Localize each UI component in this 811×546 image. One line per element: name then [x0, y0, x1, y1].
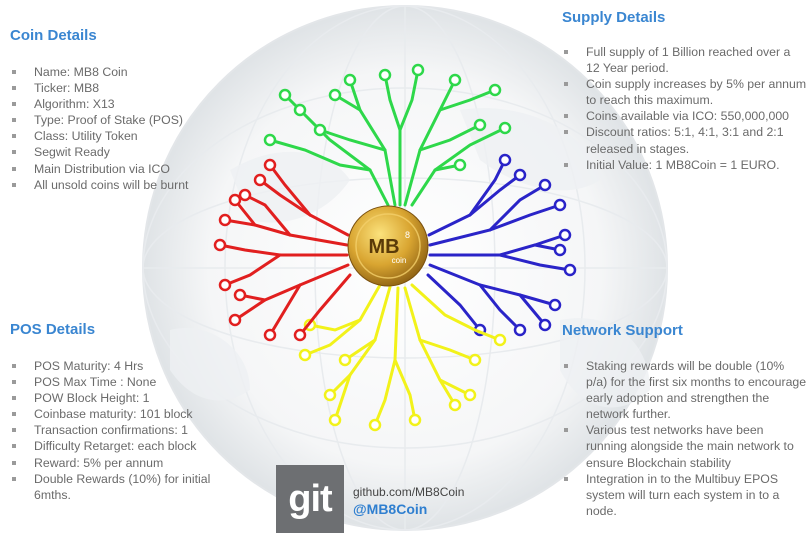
supply-details-section: Supply Details Full supply of 1 Billion …	[562, 9, 807, 173]
list-item: Integration in to the Multibuy EPOS syst…	[562, 471, 807, 519]
network-support-title: Network Support	[562, 322, 683, 339]
green-circuit-branch	[268, 68, 507, 207]
list-item: Type: Proof of Stake (POS)	[10, 112, 240, 128]
list-item: Various test networks have been running …	[562, 422, 807, 470]
github-handle-link[interactable]: @MB8Coin	[353, 501, 428, 517]
list-item: Name: MB8 Coin	[10, 64, 240, 80]
list-item: Discount ratios: 5:1, 4:1, 3:1 and 2:1 r…	[562, 124, 807, 156]
list-item: Difficulty Retarget: each block	[10, 438, 240, 454]
list-item: POS Max Time : None	[10, 374, 240, 390]
github-url-link[interactable]: github.com/MB8Coin	[353, 485, 465, 499]
git-logo: git	[276, 465, 344, 533]
list-item: Coin supply increases by 5% per annum to…	[562, 76, 807, 108]
list-item: Class: Utility Token	[10, 128, 240, 144]
list-item: Reward: 5% per annum	[10, 455, 240, 471]
list-item: Double Rewards (10%) for initial 6mths.	[10, 471, 240, 503]
coin-sub-text: coin	[392, 256, 407, 265]
mb8-coin-logo: MB 8 coin	[347, 205, 429, 287]
list-item: Algorithm: X13	[10, 96, 240, 112]
network-support-section: Network Support Staking rewards will be …	[562, 322, 807, 519]
list-item: Coinbase maturity: 101 block	[10, 406, 240, 422]
coin-details-section: Coin Details Name: MB8 Coin Ticker: MB8 …	[10, 27, 240, 193]
list-item: Segwit Ready	[10, 144, 240, 160]
pos-details-section: POS Details POS Maturity: 4 Hrs POS Max …	[10, 321, 240, 503]
coin-details-title: Coin Details	[10, 27, 97, 44]
network-support-list: Staking rewards will be double (10% p/a)…	[562, 358, 807, 519]
list-item: Full supply of 1 Billion reached over a …	[562, 44, 807, 76]
yellow-circuit-branch	[303, 283, 502, 427]
coin-logo-text: MB	[368, 236, 399, 258]
list-item: POW Block Height: 1	[10, 390, 240, 406]
list-item: Initial Value: 1 MB8Coin = 1 EURO.	[562, 157, 807, 173]
list-item: Ticker: MB8	[10, 80, 240, 96]
list-item: Staking rewards will be double (10% p/a)…	[562, 358, 807, 422]
pos-details-title: POS Details	[10, 321, 96, 338]
red-circuit-branch	[218, 163, 352, 337]
pos-details-list: POS Maturity: 4 Hrs POS Max Time : None …	[10, 358, 240, 503]
list-item: All unsold coins will be burnt	[10, 177, 240, 193]
coin-superscript: 8	[405, 230, 410, 240]
supply-details-list: Full supply of 1 Billion reached over a …	[562, 44, 807, 173]
list-item: Coins available via ICO: 550,000,000	[562, 108, 807, 124]
list-item: Transaction confirmations: 1	[10, 422, 240, 438]
blue-circuit-branch	[426, 158, 572, 332]
supply-details-title: Supply Details	[562, 9, 666, 26]
list-item: POS Maturity: 4 Hrs	[10, 358, 240, 374]
list-item: Main Distribution via ICO	[10, 161, 240, 177]
coin-details-list: Name: MB8 Coin Ticker: MB8 Algorithm: X1…	[10, 64, 240, 193]
